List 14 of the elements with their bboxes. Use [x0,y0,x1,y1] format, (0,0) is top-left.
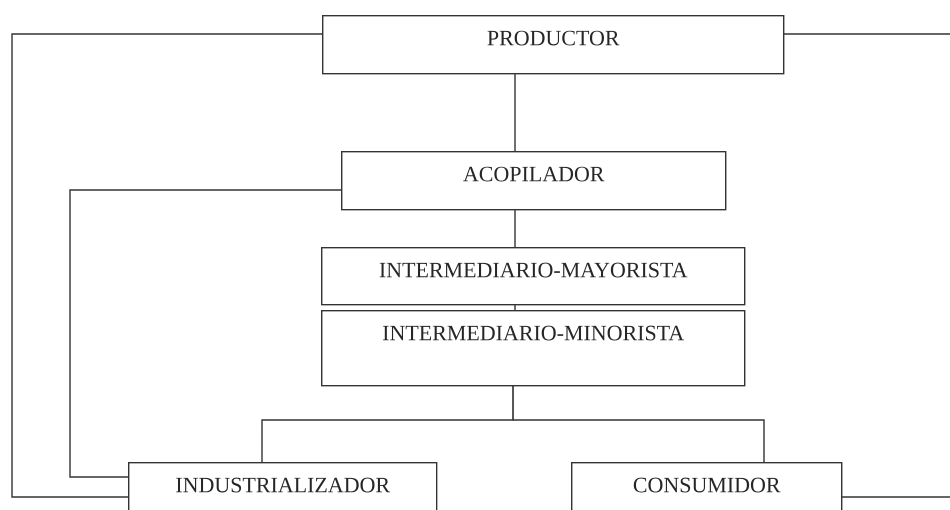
process-box: CONSUMIDOR [571,462,842,510]
connector-line [11,33,322,498]
process-box: INDUSTRIALIZADOR [128,462,438,510]
connector-line [512,385,765,462]
process-box: PRODUCTOR [322,15,784,74]
process-box: ACOPILADOR [341,151,726,210]
connector-line [514,73,516,151]
connector-line [514,209,516,247]
connector-line [783,33,950,35]
connector-line [841,496,950,498]
process-box: INTERMEDIARIO-MAYORISTA [321,247,746,306]
process-box: INTERMEDIARIO-MINORISTA [321,310,746,386]
connector-line [514,304,516,310]
connector-line [69,189,341,478]
